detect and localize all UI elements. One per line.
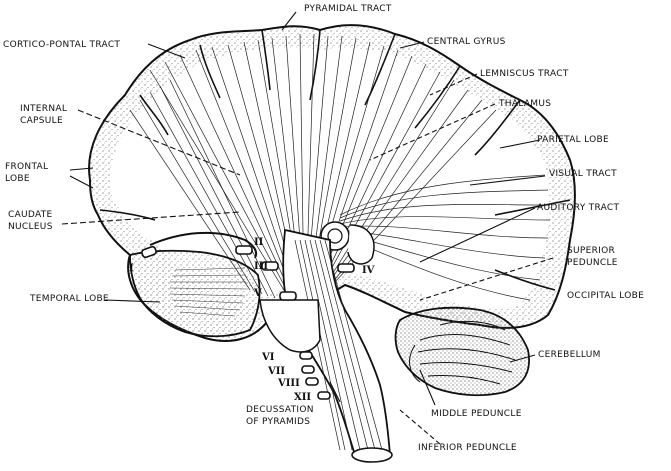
nerve-label-viii: VIII — [278, 379, 300, 389]
temporal-lobe-outline — [130, 251, 260, 337]
label-frontal-lobe-line2: LOBE — [5, 174, 30, 185]
label-frontal-lobe-line1: FRONTAL — [5, 162, 48, 173]
label-lemniscus-tract: LEMNISCUS TRACT — [480, 69, 569, 80]
label-parietal-lobe: PARIETAL LOBE — [537, 135, 609, 146]
nerve-label-vii: VII — [268, 367, 285, 377]
label-decussation-line1: DECUSSATION — [246, 405, 314, 416]
label-temporal-lobe: TEMPORAL LOBE — [30, 294, 109, 305]
pons — [260, 300, 320, 352]
label-decussation-line2: OF PYRAMIDS — [246, 417, 310, 428]
medulla-end — [352, 448, 392, 462]
label-central-gyrus: CENTRAL GYRUS — [427, 37, 506, 48]
nerve-label-i: I — [129, 264, 134, 274]
label-superior-peduncle-line2: PEDUNCLE — [567, 258, 618, 269]
label-auditory-tract: AUDITORY TRACT — [537, 203, 619, 214]
label-cortico-pontal-tract: CORTICO-PONTAL TRACT — [3, 40, 120, 51]
label-caudate-nucleus-line1: CAUDATE — [8, 210, 53, 221]
nerve-label-iii: III — [254, 262, 268, 272]
label-pyramidal-tract: PYRAMIDAL TRACT — [304, 4, 392, 15]
label-occipital-lobe: OCCIPITAL LOBE — [567, 291, 644, 302]
nerve-label-vi: VI — [262, 353, 274, 363]
label-internal-capsule-line1: INTERNAL — [20, 104, 67, 115]
nerve-label-ii: II — [254, 238, 263, 248]
nerve-label-iv: IV — [362, 266, 374, 276]
nerve-label-xii: XII — [294, 393, 311, 403]
label-internal-capsule-line2: CAPSULE — [20, 116, 63, 127]
label-thalamus: THALAMUS — [499, 99, 551, 110]
label-superior-peduncle-line1: SUPERIOR — [567, 246, 615, 257]
label-middle-peduncle: MIDDLE PEDUNCLE — [431, 409, 522, 420]
label-visual-tract: VISUAL TRACT — [549, 169, 617, 180]
label-caudate-nucleus-line2: NUCLEUS — [8, 222, 53, 233]
label-inferior-peduncle: INFERIOR PEDUNCLE — [418, 443, 517, 454]
label-cerebellum: CEREBELLUM — [538, 350, 601, 361]
nerve-label-v: V — [254, 289, 262, 299]
